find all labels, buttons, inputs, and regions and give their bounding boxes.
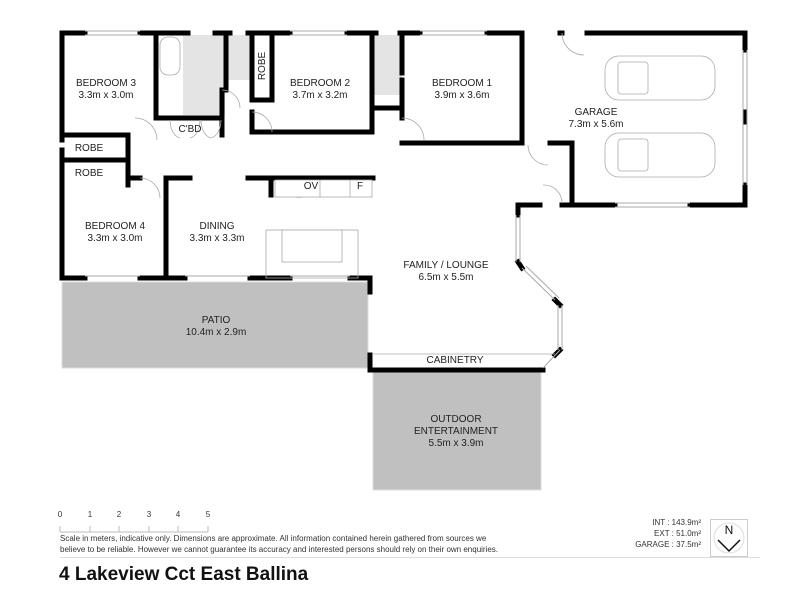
north-compass: N <box>710 519 748 557</box>
room-name: PATIO <box>201 315 231 326</box>
scale-tick: 1 <box>87 510 93 519</box>
compass-icon <box>713 522 745 554</box>
robe-b2-label: ROBE <box>257 51 268 81</box>
toilet-area <box>227 35 251 80</box>
robe-b3-label: ROBE <box>74 143 104 154</box>
windows <box>85 30 748 369</box>
room-name: BEDROOM 4 <box>84 221 146 232</box>
room-bedroom1: BEDROOM 1 3.9m x 3.6m <box>432 78 492 102</box>
area-int: INT : 143.9m² <box>652 518 701 527</box>
room-dims: 7.3m x 5.6m <box>568 119 624 130</box>
room-name: GARAGE <box>574 107 618 118</box>
robe-b4-label: ROBE <box>74 168 104 179</box>
bathroom-area <box>183 35 225 115</box>
property-title: 4 Lakeview Cct East Ballina <box>59 564 309 585</box>
room-dims: 3.3m x 3.0m <box>87 233 143 244</box>
room-dims: 10.4m x 2.9m <box>185 327 247 338</box>
room-garage: GARAGE 7.3m x 5.6m <box>568 107 623 131</box>
compass-north-label: N <box>724 523 734 537</box>
room-dining: DINING 3.3m x 3.3m <box>189 221 244 245</box>
disclaimer-line-2: believe to be reliable. However we canno… <box>60 545 499 554</box>
fridge-label: F <box>356 181 364 192</box>
room-name: FAMILY / LOUNGE <box>403 260 489 271</box>
room-family-lounge: FAMILY / LOUNGE 6.5m x 5.5m <box>403 260 488 284</box>
room-patio: PATIO 10.4m x 2.9m <box>186 315 247 339</box>
scale-tick: 2 <box>116 510 122 519</box>
room-name: DINING <box>199 221 235 232</box>
outdoor-entertainment-area <box>372 371 542 491</box>
room-dims: 6.5m x 5.5m <box>418 272 474 283</box>
room-bedroom3: BEDROOM 3 3.3m x 3.0m <box>76 78 136 102</box>
scale-bar: 0 1 2 3 4 5 <box>58 510 218 540</box>
scale-tick: 4 <box>175 510 181 519</box>
room-name: OUTDOOR <box>430 414 482 425</box>
room-dims: 3.3m x 3.3m <box>189 233 245 244</box>
area-ext: EXT : 51.0m² <box>654 529 701 538</box>
room-dims: 5.5m x 3.9m <box>428 438 484 449</box>
disclaimer: Scale in meters, indicative only. Dimens… <box>60 533 580 555</box>
walls <box>59 30 748 373</box>
room-name: BEDROOM 1 <box>431 78 493 89</box>
room-name: BEDROOM 3 <box>75 78 137 89</box>
cabinetry-label: CABINETRY <box>426 355 484 366</box>
area-garage: GARAGE : 37.5m² <box>635 540 701 549</box>
scale-tick: 0 <box>57 510 63 519</box>
disclaimer-line-1: Scale in meters, indicative only. Dimens… <box>60 534 487 543</box>
scale-tick: 3 <box>146 510 152 519</box>
room-dims: 3.3m x 3.0m <box>78 90 134 101</box>
room-dims: 3.9m x 3.6m <box>434 90 490 101</box>
cbd-label: C'BD <box>178 124 202 135</box>
room-bedroom4: BEDROOM 4 3.3m x 3.0m <box>85 221 145 245</box>
fixtures <box>134 32 716 355</box>
room-dims: 3.7m x 3.2m <box>292 90 348 101</box>
room-name-2: ENTERTAINMENT <box>413 426 499 437</box>
scale-ruler <box>59 526 209 533</box>
area-summary: INT : 143.9m² EXT : 51.0m² GARAGE : 37.5… <box>635 517 701 550</box>
room-name: BEDROOM 2 <box>289 78 351 89</box>
room-outdoor-entertainment: OUTDOOR ENTERTAINMENT 5.5m x 3.9m <box>414 414 498 450</box>
ensuite-area <box>372 35 402 95</box>
room-bedroom2: BEDROOM 2 3.7m x 3.2m <box>290 78 350 102</box>
oven-label: OV <box>303 181 319 192</box>
scale-tick: 5 <box>205 510 211 519</box>
patio-area <box>61 281 369 369</box>
footer-divider <box>60 557 760 558</box>
